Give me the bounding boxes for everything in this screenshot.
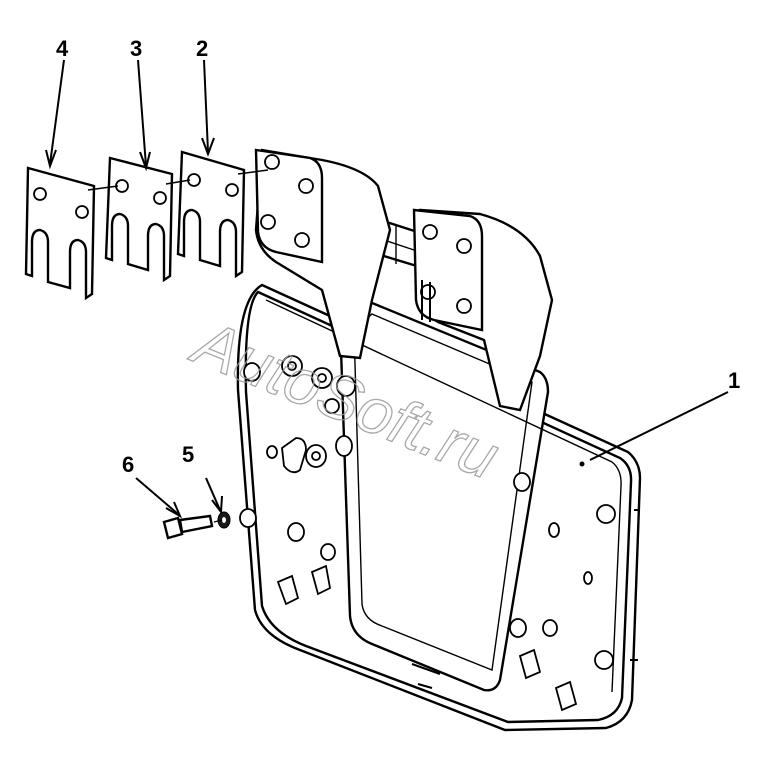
shim-part-2 bbox=[176, 150, 246, 279]
plate-bolts-left bbox=[239, 355, 356, 606]
plate-bolts-right bbox=[509, 461, 640, 712]
shim-part-3 bbox=[104, 156, 174, 283]
leader-lines bbox=[45, 59, 729, 519]
callout-6: 6 bbox=[122, 452, 134, 477]
callout-2: 2 bbox=[196, 36, 208, 61]
bolt-part-6 bbox=[162, 514, 223, 540]
callout-5: 5 bbox=[182, 442, 194, 467]
callout-3: 3 bbox=[130, 36, 142, 61]
callout-4: 4 bbox=[56, 36, 69, 61]
shim-part-4 bbox=[24, 166, 96, 301]
callout-labels: 4 3 2 1 6 5 bbox=[56, 36, 740, 477]
callout-1: 1 bbox=[728, 368, 740, 393]
washer-part-5 bbox=[217, 511, 231, 529]
upper-brackets bbox=[254, 148, 554, 412]
alignment-lines bbox=[87, 169, 269, 191]
mounting-plate bbox=[236, 283, 642, 732]
